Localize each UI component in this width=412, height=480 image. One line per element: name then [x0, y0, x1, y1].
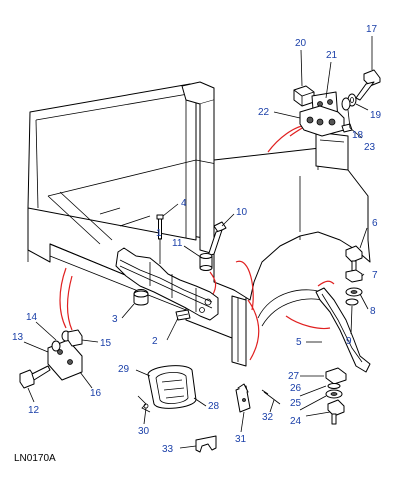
spring-clip — [137, 395, 151, 413]
support-stay-assembly — [315, 245, 371, 373]
cross-member — [115, 247, 219, 321]
mounting-bolt-and-bush — [199, 221, 227, 271]
callout-19: 19 — [370, 110, 382, 121]
callout-32: 32 — [262, 412, 274, 423]
callout-22: 22 — [258, 107, 270, 118]
rubber-buffer — [133, 289, 149, 306]
callout-31: 31 — [235, 434, 247, 445]
callout-2: 2 — [152, 336, 158, 347]
retaining-pin — [261, 389, 281, 405]
callout-11: 11 — [172, 238, 183, 249]
callout-33: 33 — [162, 444, 174, 455]
callout-25: 25 — [290, 398, 302, 409]
callout-28: 28 — [208, 401, 220, 412]
lower-fixings — [325, 367, 347, 425]
callout-13: 13 — [12, 332, 24, 343]
pickup-bed-body — [27, 81, 371, 367]
callout-17: 17 — [366, 24, 378, 35]
callout-16: 16 — [90, 388, 102, 399]
callout-23: 23 — [364, 142, 376, 153]
rubber-strap — [147, 365, 197, 409]
callout-6: 6 — [372, 218, 378, 229]
bracket-clip — [195, 435, 217, 453]
callout-21: 21 — [326, 50, 338, 61]
callout-30: 30 — [138, 426, 150, 437]
fitting-lines — [59, 121, 335, 361]
callout-14: 14 — [26, 312, 38, 323]
callout-3: 3 — [112, 314, 118, 325]
callout-29: 29 — [118, 364, 130, 375]
callout-15: 15 — [100, 338, 112, 349]
callout-4: 4 — [181, 198, 187, 209]
callout-26: 26 — [290, 383, 302, 394]
hook-bracket — [235, 383, 251, 413]
callout-9: 9 — [346, 336, 352, 347]
callout-12: 12 — [28, 405, 40, 416]
callout-20: 20 — [295, 38, 307, 49]
leader-lines — [23, 36, 373, 449]
callout-labels: 1 2 3 4 5 6 7 8 9 10 11 12 13 14 15 16 1… — [12, 24, 382, 455]
bracket-assembly — [293, 69, 381, 137]
rubber-pad — [175, 309, 191, 321]
tailgate-hinge-fixings — [19, 329, 83, 389]
callout-24: 24 — [290, 416, 302, 427]
callout-27: 27 — [288, 371, 300, 382]
callout-1: 1 — [156, 228, 162, 239]
callout-10: 10 — [236, 207, 248, 218]
callout-8: 8 — [370, 306, 376, 317]
callout-7: 7 — [372, 270, 378, 281]
callout-5: 5 — [296, 337, 302, 348]
drawing-code: LN0170A — [14, 453, 56, 464]
callout-18: 18 — [352, 130, 364, 141]
